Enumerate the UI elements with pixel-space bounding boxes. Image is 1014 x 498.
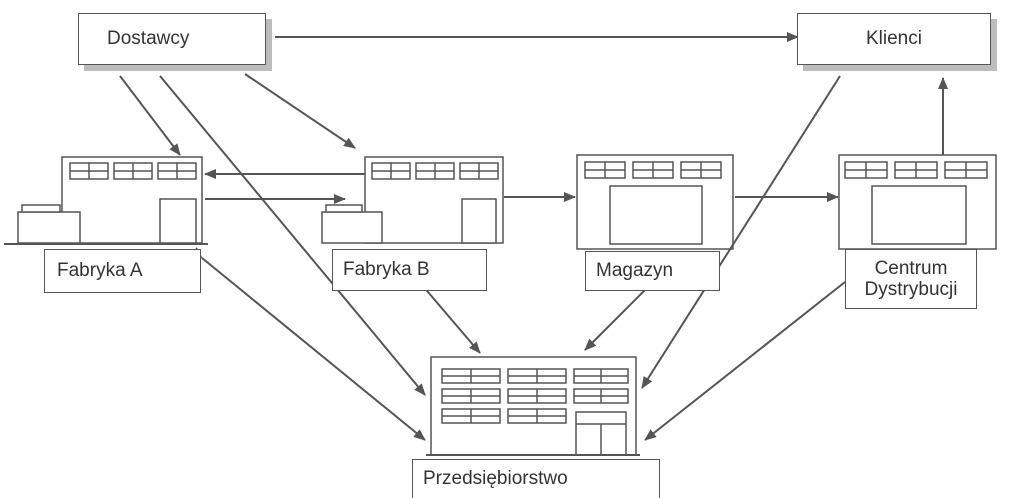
enterprise-building-icon — [426, 356, 640, 456]
centrum-label-line2: Dystrybucji — [864, 279, 958, 300]
node-magazyn: Magazyn — [585, 251, 720, 291]
magazyn-label: Magazyn — [596, 260, 674, 281]
arrow-dostawcy-to-fabryka-b — [244, 73, 356, 149]
arrow-centrum-przedsiebiorstwo — [644, 271, 857, 441]
arrow-dostawcy-to-fabryka-a — [119, 75, 181, 156]
przedsiebiorstwo-label: Przedsiębiorstwo — [423, 468, 568, 489]
arrow-fabryka-b-przedsiebiorstwo — [411, 273, 481, 354]
factory-a-building-icon — [4, 156, 208, 245]
node-fabryka-a: Fabryka A — [44, 249, 201, 293]
warehouse-building-icon — [576, 154, 734, 250]
node-przedsiebiorstwo: Przedsiębiorstwo — [412, 459, 660, 498]
factory-b-building-icon — [321, 156, 504, 244]
centrum-label-line1: Centrum — [874, 258, 948, 279]
arrow-fabryka-a-przedsiebiorstwo — [190, 247, 426, 441]
node-dostawcy: Dostawcy — [78, 13, 266, 65]
dostawcy-label: Dostawcy — [107, 28, 190, 49]
klienci-label: Klienci — [866, 28, 922, 49]
fabryka-b-label: Fabryka B — [343, 259, 430, 280]
node-klienci: Klienci — [797, 13, 991, 65]
node-fabryka-b: Fabryka B — [332, 249, 487, 291]
distribution-center-building-icon — [838, 154, 997, 250]
fabryka-a-label: Fabryka A — [57, 260, 143, 281]
node-centrum-dystrybucji: Centrum Dystrybucji — [845, 249, 977, 309]
